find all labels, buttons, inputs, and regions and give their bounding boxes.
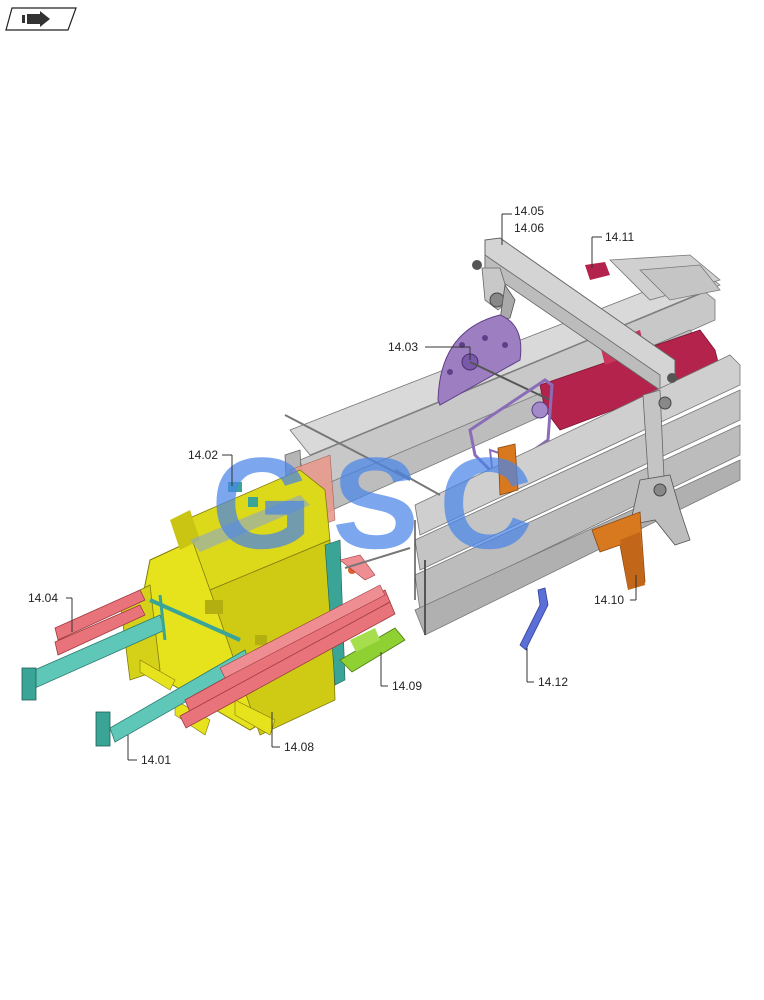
svg-text:14.06: 14.06 xyxy=(514,221,544,235)
callout-14-04[interactable]: 14.04 xyxy=(28,591,73,632)
callout-14-05[interactable]: 14.05 xyxy=(501,204,544,245)
callout-14-03[interactable]: 14.03 xyxy=(388,340,471,360)
catalog-arrow-button[interactable] xyxy=(5,7,77,31)
callout-14-02[interactable]: 14.02 xyxy=(188,448,233,486)
svg-text:14.08: 14.08 xyxy=(284,740,314,754)
catalog-arrow-icon xyxy=(22,11,50,27)
svg-text:14.10: 14.10 xyxy=(594,593,624,607)
callout-14-11[interactable]: 14.11 xyxy=(591,230,634,268)
pink-rails xyxy=(54,584,396,729)
callout-14-12[interactable]: 14.12 xyxy=(526,648,568,689)
svg-text:14.11: 14.11 xyxy=(605,230,634,244)
green-tension-bar xyxy=(339,547,411,673)
side-hanger-arm xyxy=(629,373,691,546)
svg-text:14.09: 14.09 xyxy=(392,679,422,693)
svg-text:14.03: 14.03 xyxy=(388,340,418,354)
callout-14-06[interactable]: 14.06 xyxy=(514,221,544,235)
svg-text:14.02: 14.02 xyxy=(188,448,218,462)
gsc-watermark: GSC xyxy=(211,430,553,576)
svg-text:14.04: 14.04 xyxy=(28,591,58,605)
callout-14-09[interactable]: 14.09 xyxy=(380,652,422,693)
svg-text:14.12: 14.12 xyxy=(538,675,568,689)
callout-14-10[interactable]: 14.10 xyxy=(594,575,637,607)
callout-14-08[interactable]: 14.08 xyxy=(271,712,314,754)
orange-bracket xyxy=(497,443,646,590)
callout-14-01[interactable]: 14.01 xyxy=(127,735,171,767)
svg-text:14.01: 14.01 xyxy=(141,753,171,767)
svg-text:14.05: 14.05 xyxy=(514,204,544,218)
blue-guide-strip xyxy=(519,587,549,651)
top-pivot-frame xyxy=(472,237,676,391)
watermark-text: GSC xyxy=(211,430,553,576)
